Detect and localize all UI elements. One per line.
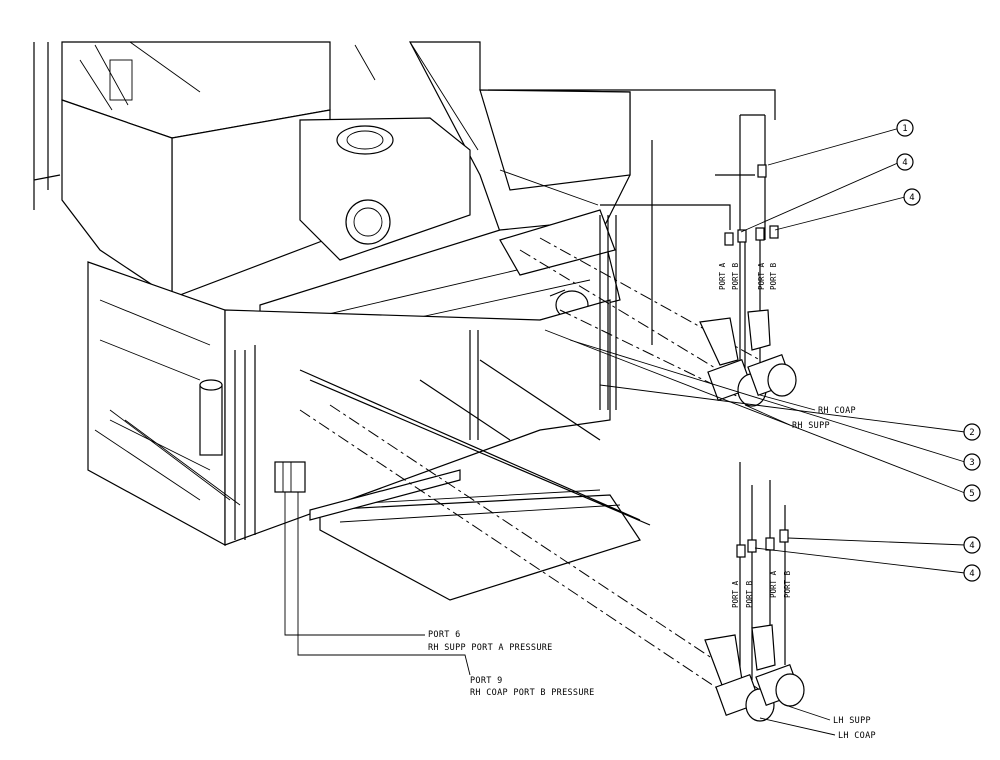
callout-2: 2	[963, 423, 981, 441]
label-rh-supp: RH SUPP	[792, 421, 830, 431]
machine-assembly	[33, 41, 651, 601]
upper-hose-assembly	[488, 89, 966, 494]
svg-text:4: 4	[969, 541, 974, 551]
label-port9-line1: PORT 9	[470, 676, 503, 686]
svg-text:3: 3	[969, 458, 974, 468]
callout-4-d: 4	[963, 564, 981, 582]
svg-text:4: 4	[902, 158, 907, 168]
label-lh-coap: LH COAP	[838, 731, 876, 741]
label-rh-coap: RH COAP	[818, 406, 856, 416]
port-label-lower-right-a: PORT A	[769, 570, 778, 598]
port-label-lower-left-a: PORT A	[731, 580, 740, 608]
label-lh-supp: LH SUPP	[833, 716, 871, 726]
callout-5: 5	[963, 484, 981, 502]
label-port9-line2: RH COAP PORT B PRESSURE	[470, 688, 595, 698]
callout-4-a: 4	[896, 153, 914, 171]
svg-text:5: 5	[969, 489, 974, 499]
port-label-upper-left-a: PORT A	[718, 262, 727, 290]
callout-4-c: 4	[963, 536, 981, 554]
svg-text:4: 4	[969, 569, 974, 579]
port-label-upper-right-b: PORT B	[769, 262, 778, 290]
svg-text:4: 4	[909, 193, 914, 203]
svg-text:1: 1	[902, 124, 907, 134]
port-label-upper-right-a: PORT A	[757, 262, 766, 290]
port-label-upper-left-b: PORT B	[731, 262, 740, 290]
port-label-lower-left-b: PORT B	[745, 580, 754, 608]
svg-text:2: 2	[969, 428, 974, 438]
label-port6-line1: PORT 6	[428, 630, 461, 640]
label-port6-line2: RH SUPP PORT A PRESSURE	[428, 643, 553, 653]
port-label-lower-right-b: PORT B	[783, 570, 792, 598]
lower-hose-assembly	[284, 462, 966, 736]
callout-3: 3	[963, 453, 981, 471]
callout-1: 1	[896, 119, 914, 137]
callout-4-b: 4	[903, 188, 921, 206]
